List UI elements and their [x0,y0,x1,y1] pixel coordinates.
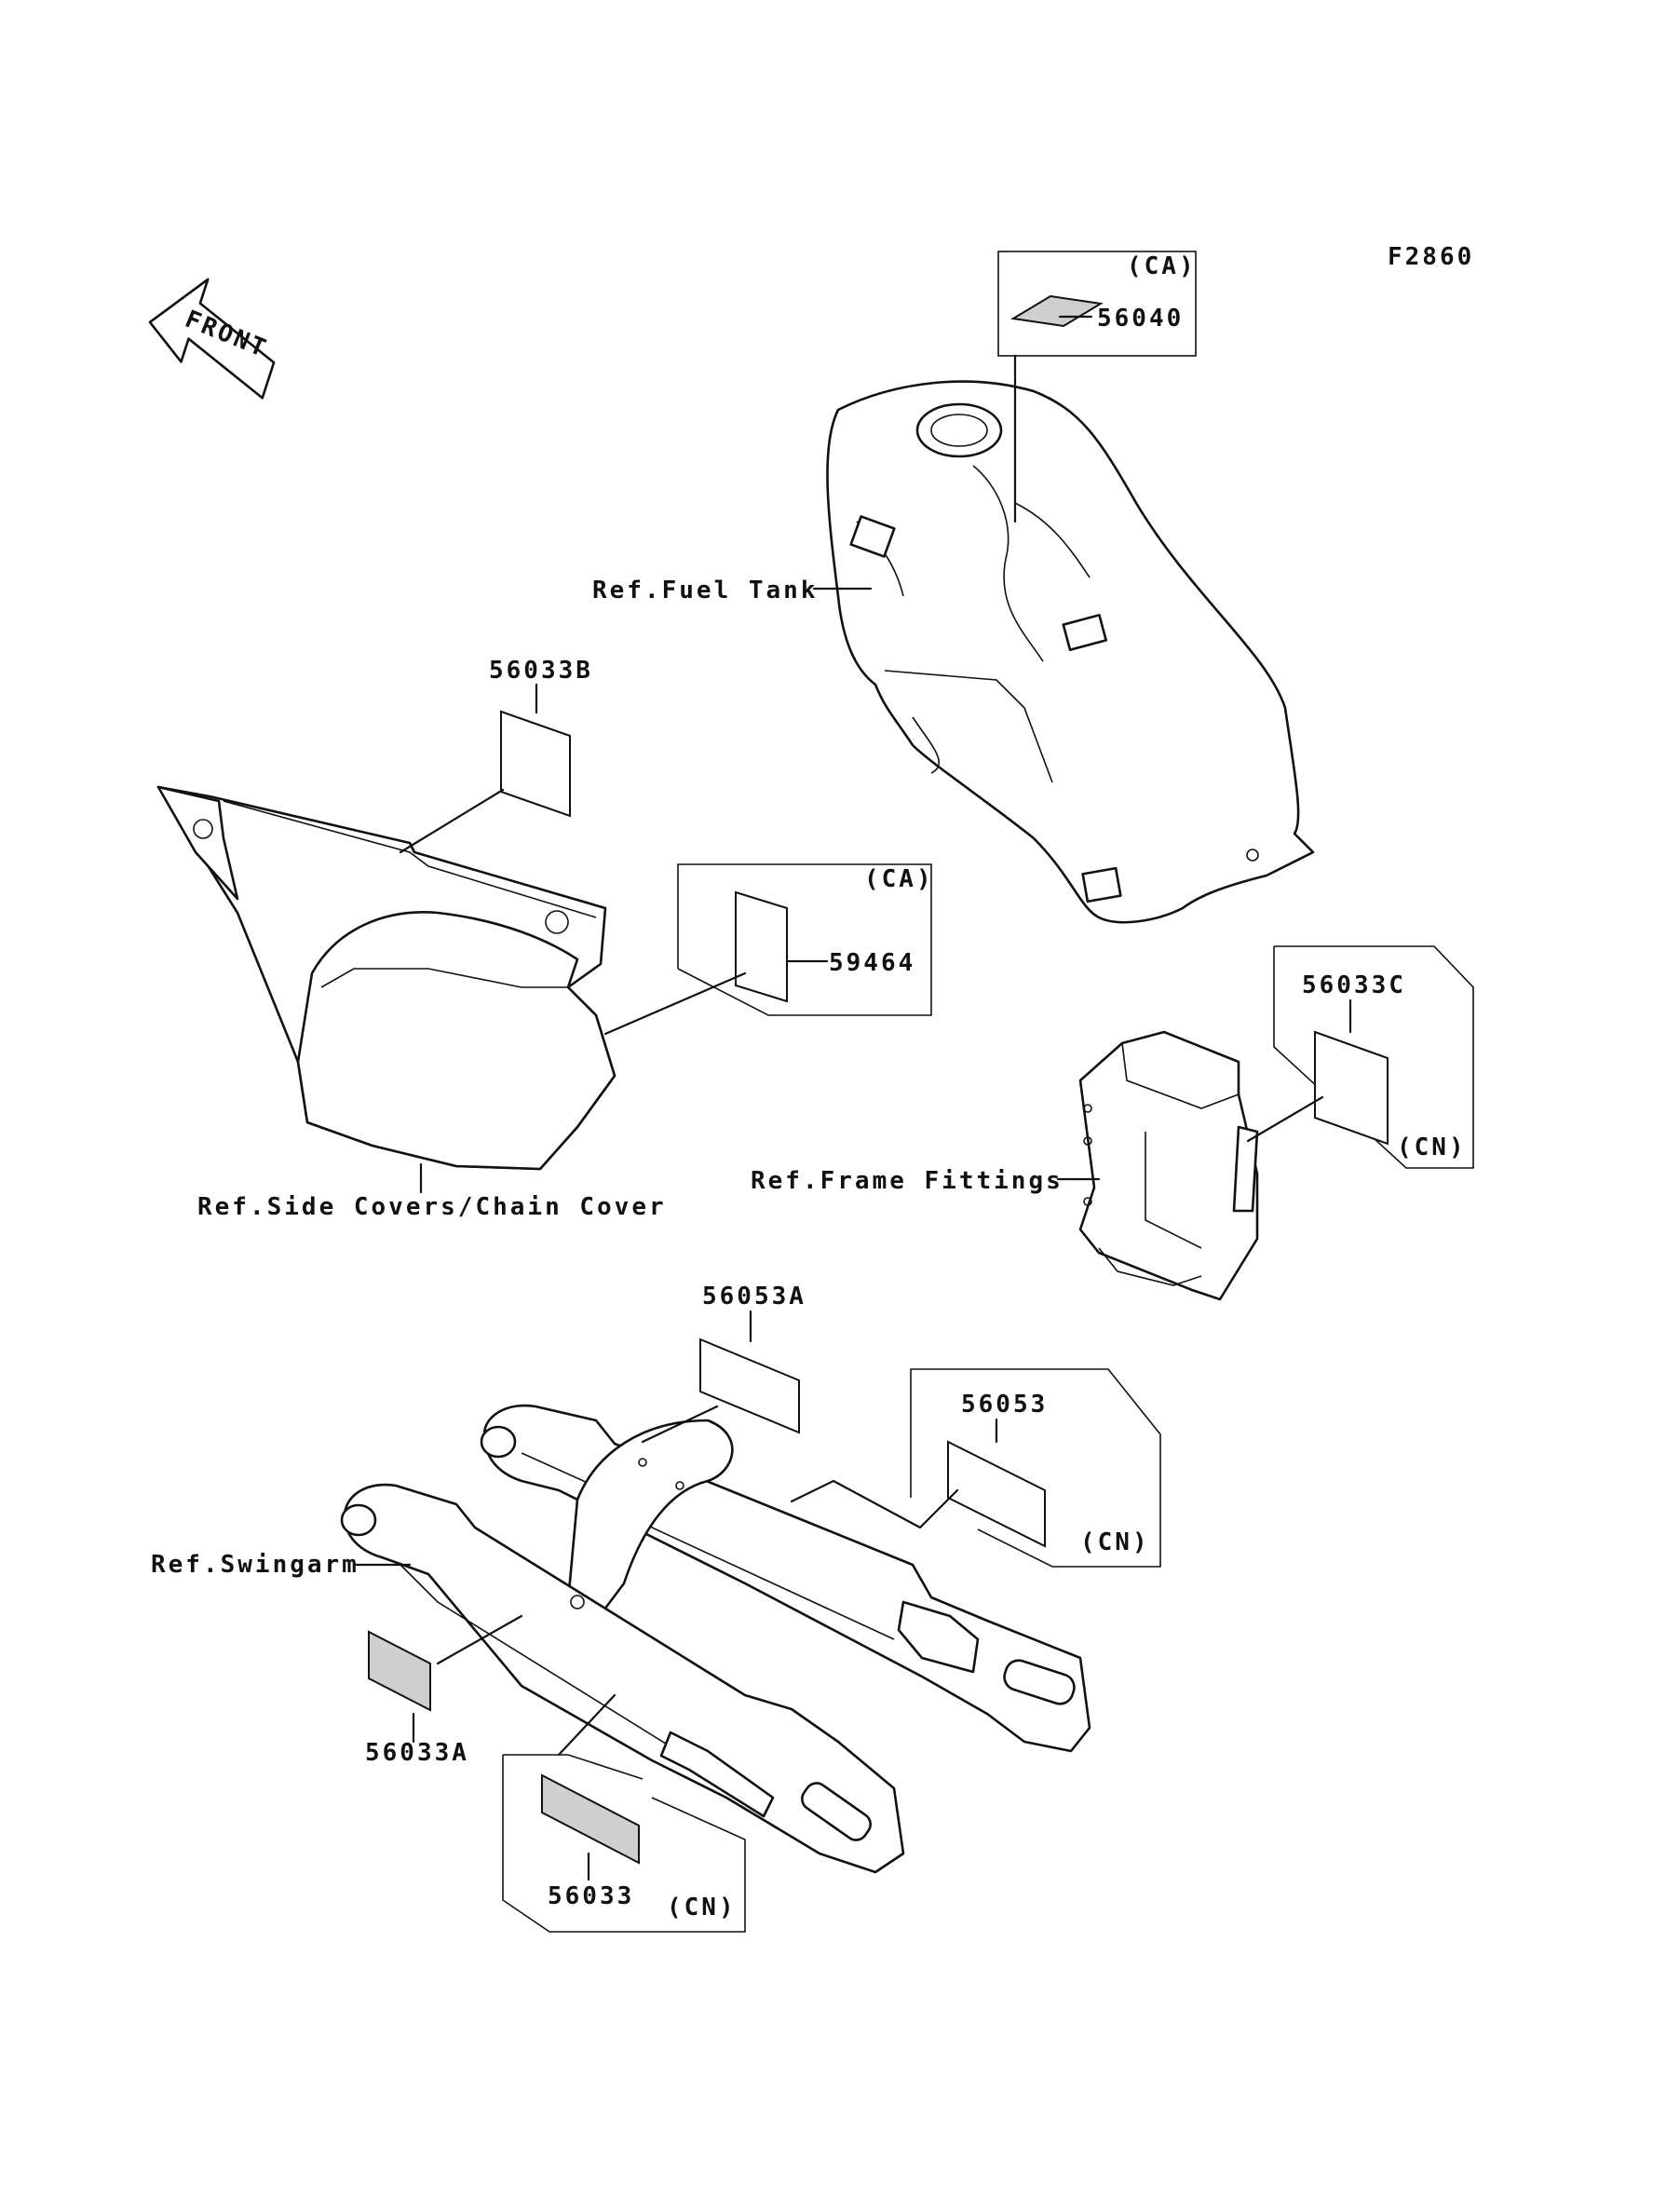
leader-56033B [399,788,505,854]
decal-59464 [735,890,788,1003]
tag-cn-frame: (CN) [1397,1134,1467,1161]
frame-fittings-drawing [1078,1030,1259,1301]
callout-56033C-box: 56033C (CN) [1246,945,1474,1169]
part-56033B: 56033B [489,657,593,685]
part-56040: 56040 [1097,305,1184,333]
decal-56053A [699,1338,800,1434]
callout-56033B: 56033B [399,657,593,854]
region-box-ca-side [677,863,932,1016]
ref-fuel-tank: Ref.Fuel Tank [592,577,819,604]
region-box-cn-swing [910,1368,1161,1568]
decal-56033C [1314,1030,1389,1146]
region-box-cn-bottom [502,1755,746,1933]
swingarm-drawing [340,1404,1091,1874]
part-56053: 56053 [961,1391,1048,1419]
part-56033A: 56033A [365,1739,469,1767]
leader-59464 [603,971,747,1036]
tag-cn-bottom: (CN) [667,1894,737,1922]
ref-side-covers: Ref.Side Covers/Chain Cover [197,1193,667,1221]
tag-cn-swing: (CN) [1080,1528,1150,1556]
decal-56033 [541,1773,640,1865]
tag-ca-tank: (CA) [1127,252,1197,280]
leader-56033 [557,1693,616,1757]
decal-56033A [368,1630,431,1712]
callout-56053A: 56053A [641,1283,806,1444]
region-box-cn-bottom-top [503,1754,644,1780]
callout-56033-box: 56033 (CN) [502,1693,746,1933]
front-arrow-icon: FRONT [148,278,276,400]
callout-56040-box: (CA) 56040 [997,251,1197,523]
callout-56033A: 56033A [365,1614,523,1767]
region-box-ca-tank [997,251,1197,357]
region-box-cn-frame [1273,945,1474,1169]
ref-frame-fittings: Ref.Frame Fittings [751,1167,1064,1195]
side-cover-drawing [156,785,616,1194]
leader-56053A [641,1405,719,1444]
decal-56053 [947,1440,1046,1548]
fuel-tank-drawing [826,380,1315,924]
leader-56053 [790,1479,959,1529]
part-59464: 59464 [829,949,915,977]
leader-56033C [1246,1095,1324,1143]
decal-56033B [500,710,571,818]
part-56033: 56033 [548,1882,634,1910]
decal-56040 [1010,294,1104,328]
ref-swingarm: Ref.Swingarm [151,1551,359,1579]
leader-56033A [436,1614,523,1665]
callout-56053-box: 56053 (CN) [790,1368,1161,1568]
callout-59464-box: (CA) 59464 [603,863,934,1036]
part-56033C: 56033C [1302,971,1406,999]
part-56053A: 56053A [702,1283,806,1310]
figure-code: F2860 [1388,243,1474,271]
tag-ca-side: (CA) [864,865,934,893]
